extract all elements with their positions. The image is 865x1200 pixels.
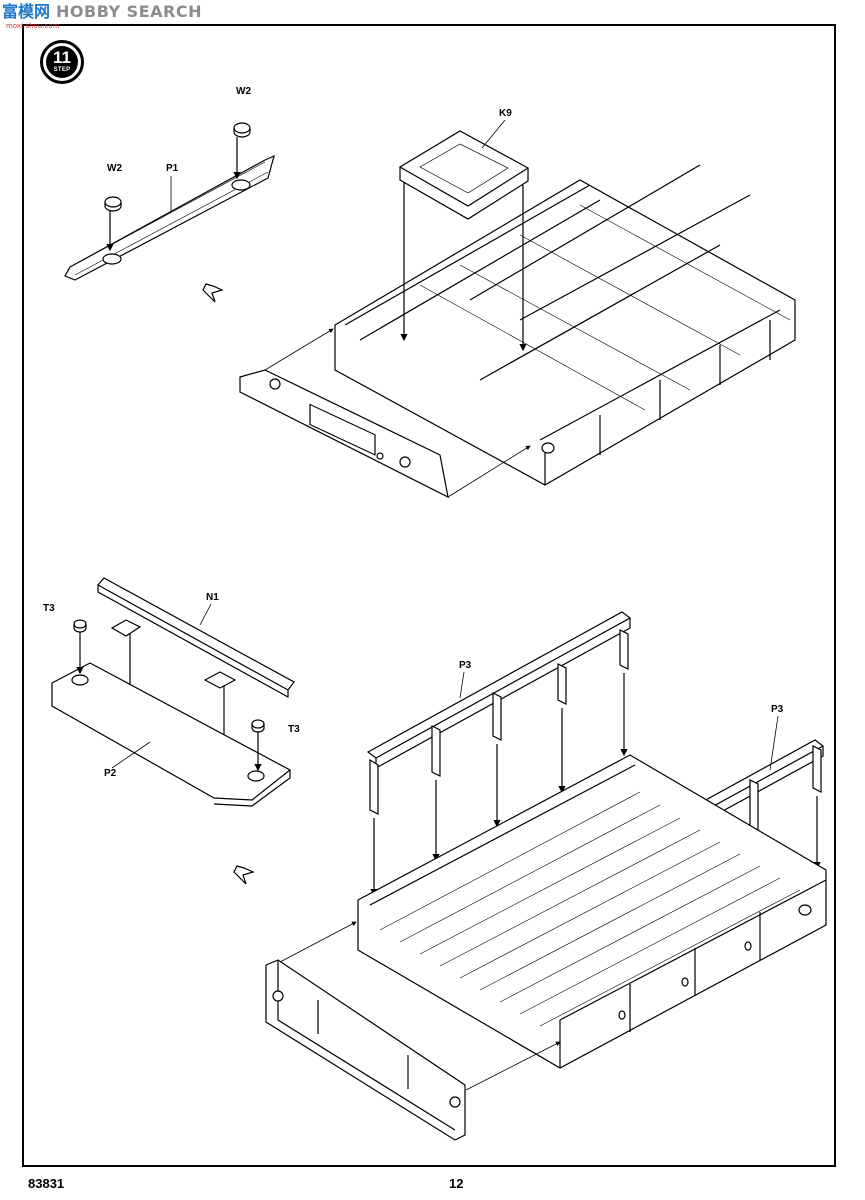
part-w2-left — [104, 196, 122, 252]
part-lower-gate — [265, 959, 466, 1141]
label-p2: P2 — [104, 768, 117, 779]
label-p1: P1 — [166, 163, 179, 174]
label-w2-top: W2 — [236, 86, 251, 97]
watermark-url: moxi-shou.com — [6, 22, 60, 30]
label-t3-right: T3 — [288, 724, 300, 735]
page-number: 12 — [449, 1176, 464, 1191]
part-n1 — [97, 577, 295, 747]
part-w2-top — [233, 122, 251, 180]
part-p3-left — [366, 611, 632, 897]
label-k9: K9 — [499, 108, 512, 119]
step-badge-inner: 11 STEP — [46, 46, 78, 78]
direction-arrow-icon-lower — [233, 865, 255, 885]
watermark-english: HOBBY SEARCH — [56, 2, 202, 21]
label-p3-right: P3 — [771, 704, 784, 715]
step-number: 11 — [53, 48, 71, 67]
part-p1-assembly — [64, 154, 275, 281]
label-p3-left: P3 — [459, 660, 472, 671]
label-t3-left: T3 — [43, 603, 55, 614]
part-t3-right — [251, 719, 265, 772]
kit-code: 83831 — [28, 1176, 65, 1191]
cargo-bed-frame-top — [334, 164, 796, 486]
label-n1: N1 — [206, 592, 219, 603]
page-frame — [22, 24, 836, 1167]
part-rear-gate — [239, 369, 449, 499]
step-word: STEP — [53, 67, 71, 73]
watermark-chinese: 富模网 — [2, 2, 51, 21]
step-badge: 11 STEP — [40, 40, 84, 84]
label-w2-left: W2 — [107, 163, 122, 174]
part-p2 — [51, 662, 292, 807]
part-p1 — [64, 154, 275, 281]
direction-arrow-icon — [202, 283, 224, 303]
part-k9 — [398, 130, 530, 352]
watermark-title: 富模网 HOBBY SEARCH — [2, 2, 202, 22]
part-t3-left — [73, 619, 87, 675]
